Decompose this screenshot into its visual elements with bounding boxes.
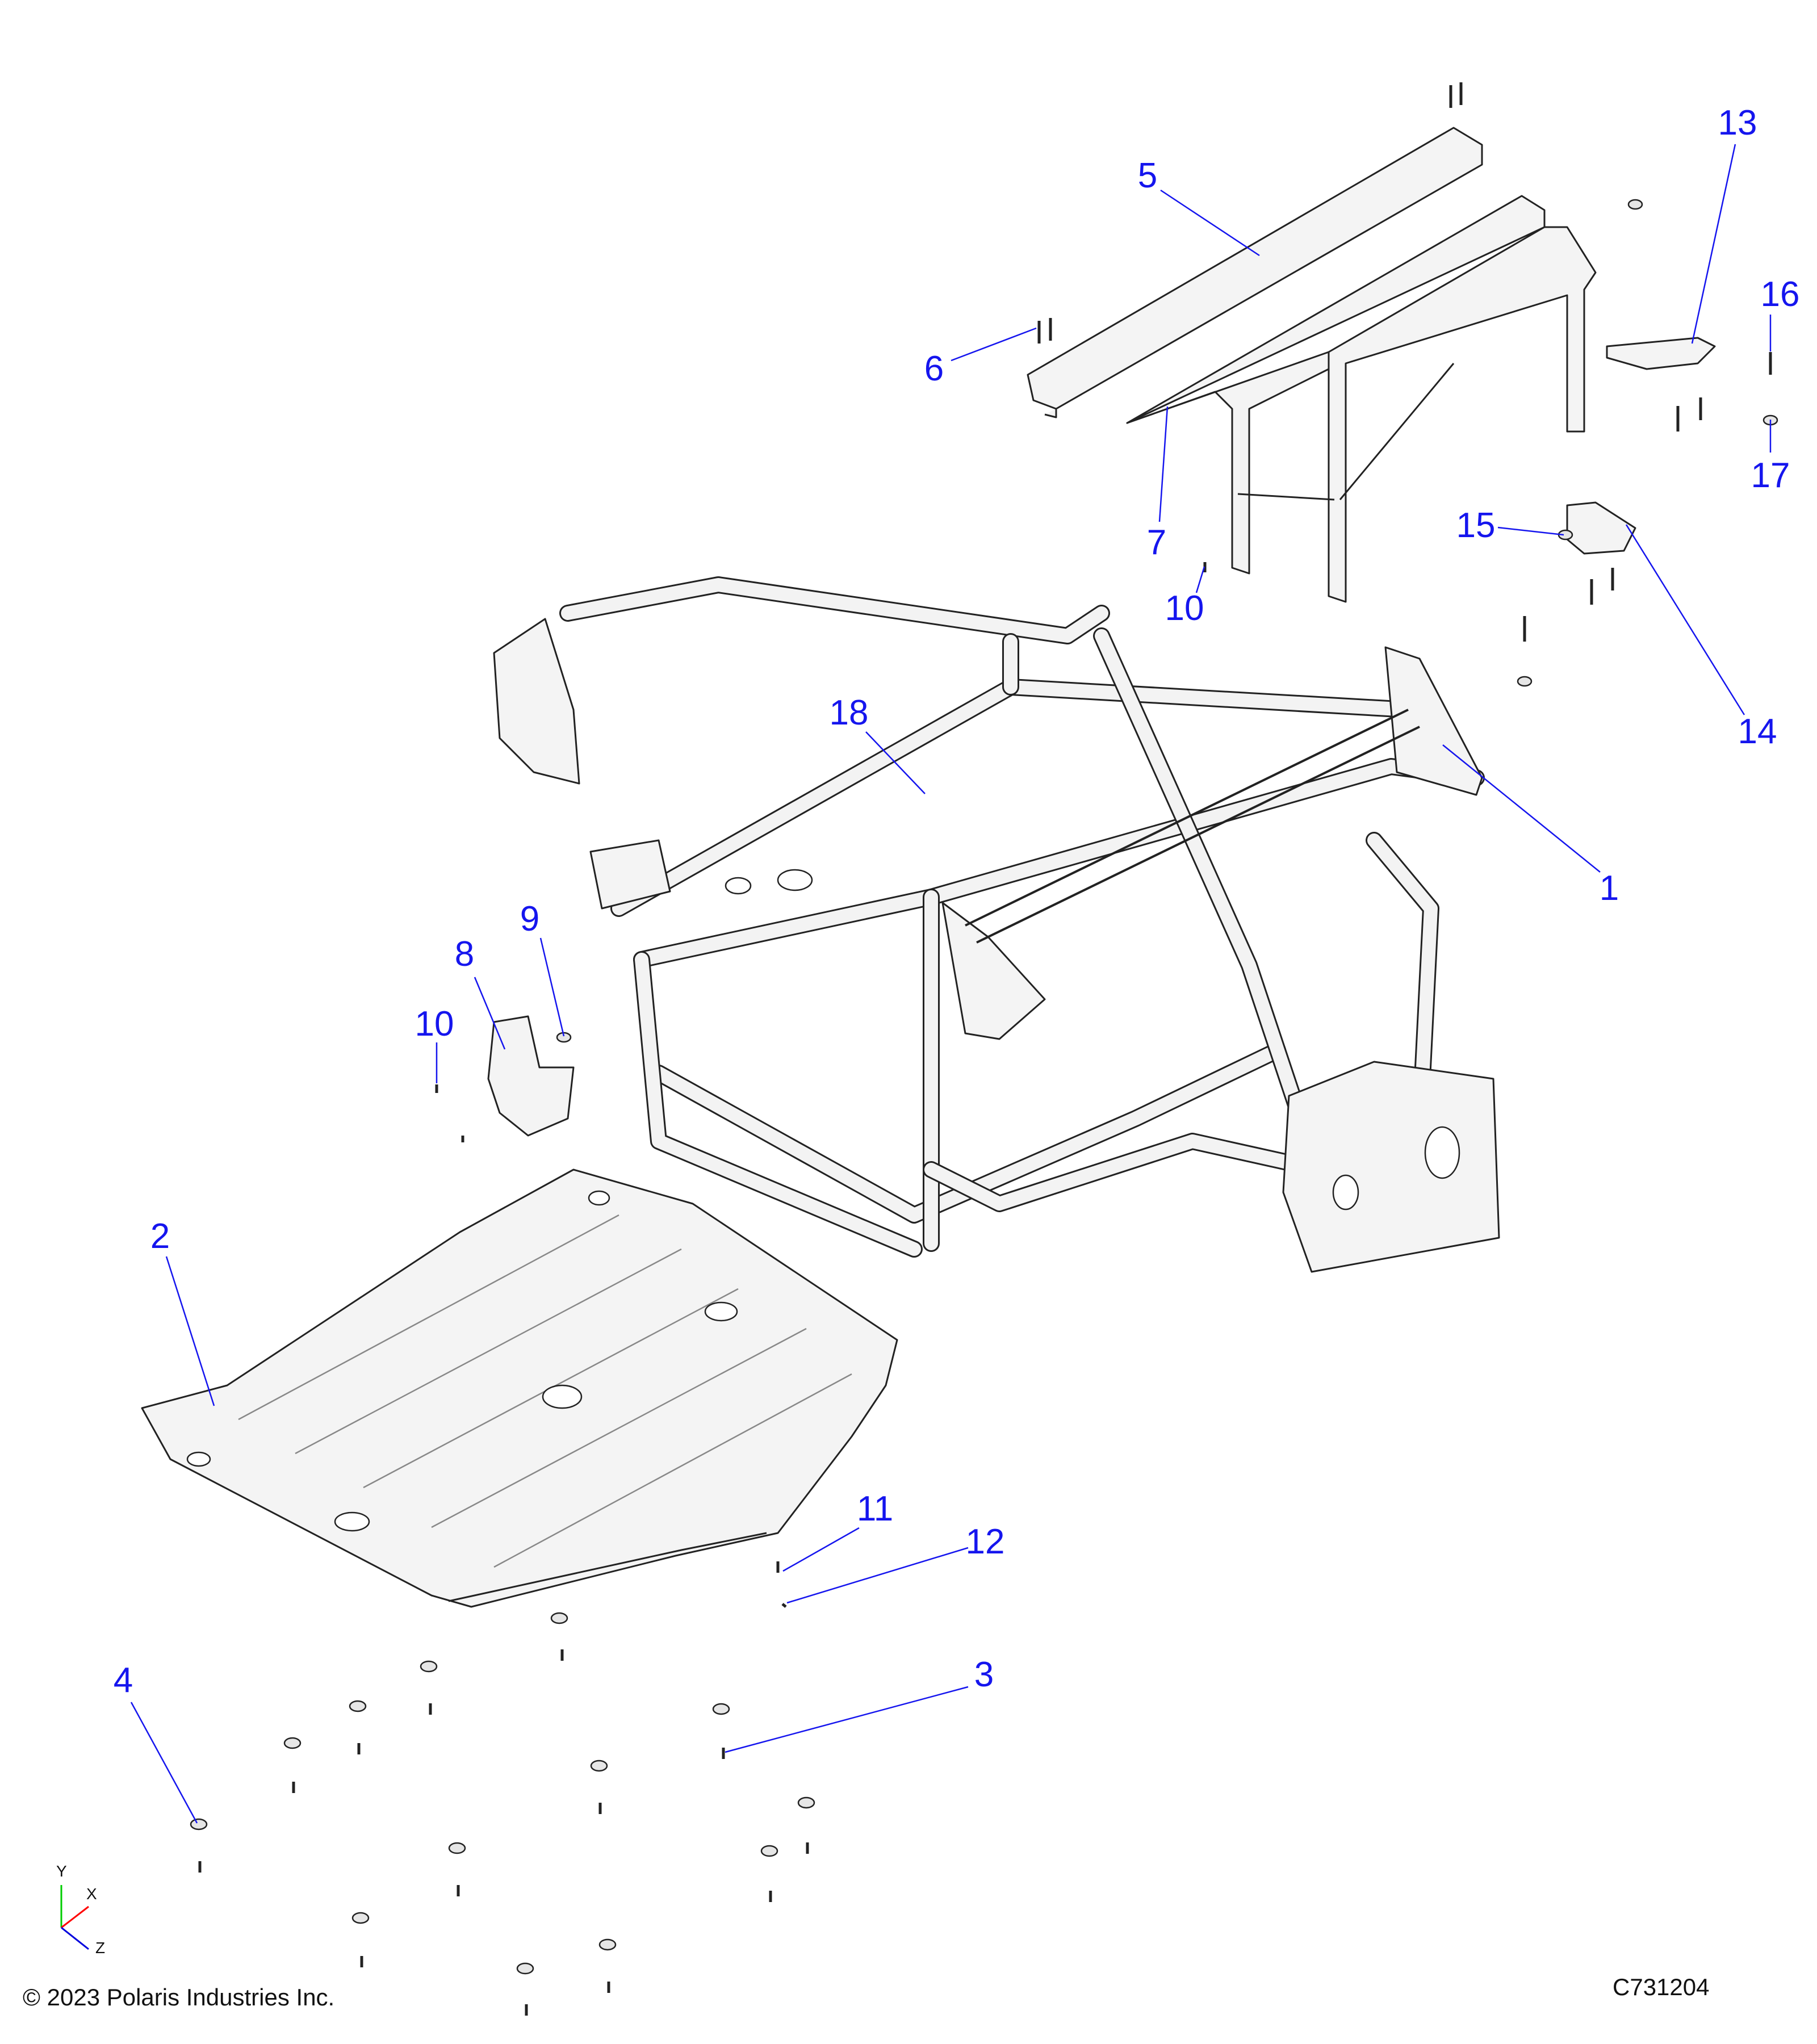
callout-18: 18	[830, 693, 869, 732]
callout-16: 16	[1761, 275, 1800, 314]
part-14-bracket	[1566, 501, 1636, 555]
callout-10-lower: 10	[415, 1004, 454, 1044]
callout-1: 1	[1600, 869, 1619, 908]
drawing-id: C731204	[1613, 1974, 1709, 2000]
callout-14: 14	[1738, 712, 1777, 751]
leader-lines	[130, 144, 1772, 1824]
callout-7: 7	[1147, 523, 1166, 562]
callout-15: 15	[1456, 506, 1496, 545]
part-13-bracket	[1606, 337, 1716, 370]
callout-9: 9	[520, 899, 539, 939]
axis-x-label: X	[86, 1885, 97, 1903]
callout-12: 12	[966, 1522, 1005, 1561]
fasteners	[190, 82, 1778, 2016]
part-7-cargo-frame	[1126, 195, 1597, 603]
copyright-text: © 2023 Polaris Industries Inc.	[23, 1984, 334, 2011]
callout-10-upper: 10	[1165, 589, 1204, 628]
axis-triad: Y X Z	[56, 1862, 105, 1957]
callout-3: 3	[974, 1655, 994, 1694]
callout-13: 13	[1718, 103, 1757, 143]
part-5-upper-rail	[1027, 127, 1483, 418]
callout-17: 17	[1751, 456, 1790, 495]
part-1-main-frame	[493, 576, 1500, 1273]
axis-z-label: Z	[95, 1939, 105, 1957]
callout-2: 2	[150, 1217, 170, 1256]
callout-4: 4	[114, 1661, 133, 1700]
part-2-skid-plate	[141, 1168, 898, 1608]
callout-6: 6	[924, 349, 944, 388]
callout-5: 5	[1138, 156, 1157, 195]
callout-11: 11	[857, 1489, 893, 1528]
callout-8: 8	[455, 935, 474, 974]
part-8-bracket	[487, 1015, 575, 1137]
axis-y-label: Y	[56, 1862, 67, 1880]
